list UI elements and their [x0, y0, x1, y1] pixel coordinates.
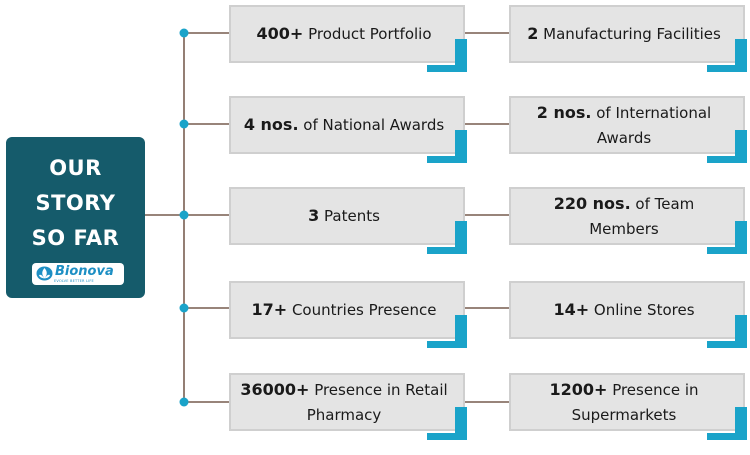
logo-tagline: EVOLVE BETTER LIFE: [54, 279, 94, 283]
fact-value: 4 nos.: [243, 115, 299, 134]
fact-card: 4 nos. of National Awards: [229, 96, 467, 163]
corner-accent: [707, 315, 747, 348]
node-dot-2: [179, 119, 189, 129]
corner-accent: [427, 221, 467, 254]
fact-value: 14+: [553, 300, 590, 319]
corner-accent: [427, 39, 467, 72]
fact-card: 36000+ Presence in Retail Pharmacy: [229, 373, 467, 440]
title-line-1: OUR: [49, 156, 102, 180]
leaf-drop-icon: [36, 266, 53, 281]
fact-value: 220 nos.: [553, 193, 631, 213]
corner-accent: [427, 130, 467, 163]
fact-label: Presence in Retail Pharmacy: [306, 380, 448, 424]
title-card: OUR STORY SO FAR Bionova EVOLVE BETTER L…: [6, 137, 145, 298]
fact-value: 2: [527, 24, 539, 43]
corner-accent: [707, 221, 747, 254]
corner-accent: [427, 407, 467, 440]
fact-card: 14+ Online Stores: [509, 281, 747, 348]
fact-card: 400+ Product Portfolio: [229, 5, 467, 72]
fact-value: 3: [308, 206, 320, 225]
fact-card: 2 Manufacturing Facilities: [509, 5, 747, 72]
fact-card: 1200+ Presence in Supermarkets: [509, 373, 747, 440]
corner-accent: [707, 130, 747, 163]
node-dot-1: [179, 28, 189, 38]
title-line-3: SO FAR: [31, 226, 120, 250]
fact-label: Countries Presence: [291, 301, 437, 319]
node-dot-3: [179, 210, 189, 220]
fact-label: of Team Members: [589, 194, 695, 238]
bionova-logo: Bionova EVOLVE BETTER LIFE: [32, 263, 124, 285]
fact-label: of International Awards: [596, 103, 712, 147]
fact-card: 17+ Countries Presence: [229, 281, 467, 348]
fact-label: of National Awards: [303, 116, 445, 134]
fact-value: 400+: [256, 24, 304, 43]
fact-value: 17+: [251, 300, 288, 319]
fact-label: Patents: [324, 207, 380, 225]
title-line-2: STORY: [35, 191, 116, 215]
fact-label: Manufacturing Facilities: [543, 25, 721, 43]
fact-label: Online Stores: [593, 301, 695, 319]
title-heading: OUR STORY SO FAR: [6, 151, 145, 256]
fact-value: 2 nos.: [536, 102, 592, 122]
node-dot-5: [179, 397, 189, 407]
fact-card: 2 nos. of International Awards: [509, 96, 747, 163]
corner-accent: [427, 315, 467, 348]
fact-label: Presence in Supermarkets: [571, 380, 699, 424]
fact-card: 3 Patents: [229, 187, 467, 254]
fact-value: 36000+: [240, 379, 310, 399]
fact-value: 1200+: [549, 379, 608, 399]
fact-label: Product Portfolio: [308, 25, 432, 43]
logo-wordmark: Bionova: [55, 264, 114, 279]
fact-card: 220 nos. of Team Members: [509, 187, 747, 254]
corner-accent: [707, 407, 747, 440]
corner-accent: [707, 39, 747, 72]
node-dot-4: [179, 303, 189, 313]
